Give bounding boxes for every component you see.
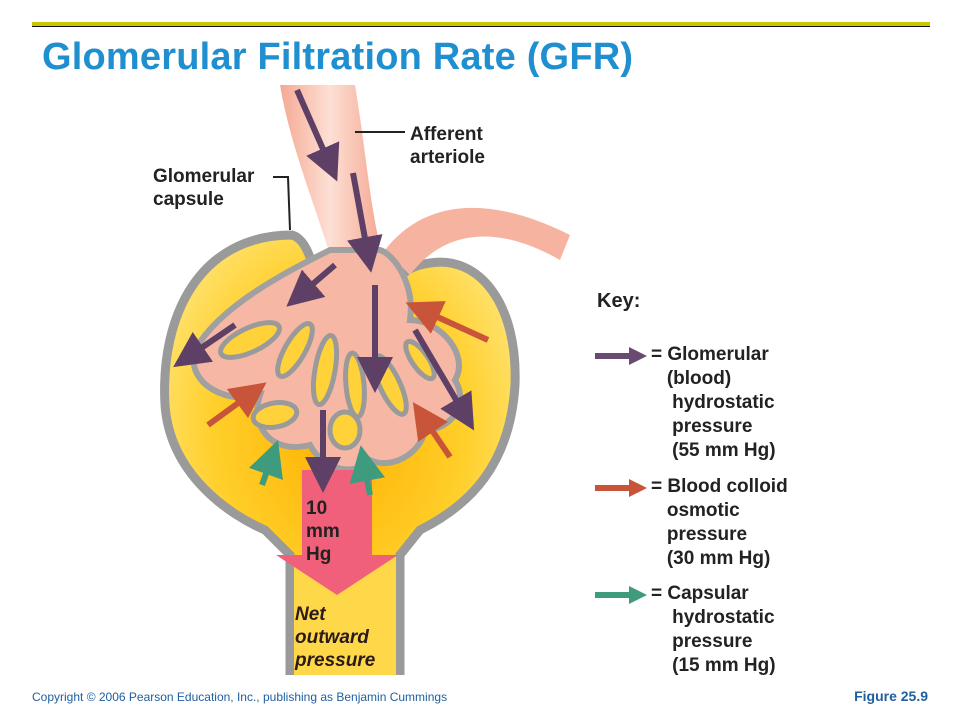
key-text-glomerular-hydrostatic: = Glomerular (blood) hydrostatic pressur… <box>651 344 776 461</box>
label-leader-lines <box>273 131 405 231</box>
top-rule <box>32 22 930 27</box>
net-pressure-value-label: 10 mm Hg <box>306 498 340 565</box>
net-outward-pressure-arrow <box>276 470 398 595</box>
slide-title: Glomerular Filtration Rate (GFR) <box>42 36 634 78</box>
green-arrow-icon <box>595 586 647 604</box>
key-text-capsular-hydrostatic: = Capsular hydrostatic pressure (15 mm H… <box>651 583 776 676</box>
afferent-arteriole-label: Afferent arteriole <box>410 124 485 168</box>
glomerular-capsule-label: Glomerular capsule <box>153 166 255 210</box>
orange-arrow-icon <box>595 479 647 497</box>
purple-arrow-icon <box>595 347 647 365</box>
key-title: Key: <box>597 290 641 312</box>
glomerulus-illustration <box>160 85 570 680</box>
key-text-blood-colloid-osmotic: = Blood colloid osmotic pressure (30 mm … <box>651 476 788 569</box>
glomerulus-diagram: Afferent arteriole Glomerular capsule 10… <box>140 85 620 680</box>
efferent-arteriole-shape <box>385 207 570 275</box>
glomerular-hydrostatic-arrows <box>173 88 475 493</box>
net-outward-pressure-label: Net outward pressure <box>295 604 376 671</box>
figure-number: Figure 25.9 <box>854 688 928 704</box>
blood-colloid-osmotic-arrows <box>206 301 490 459</box>
copyright-text: Copyright © 2006 Pearson Education, Inc.… <box>32 690 448 704</box>
key-legend: Key: = Glomerular (blood) hydrostatic pr… <box>595 290 925 680</box>
capsular-hydrostatic-arrows <box>248 440 386 496</box>
